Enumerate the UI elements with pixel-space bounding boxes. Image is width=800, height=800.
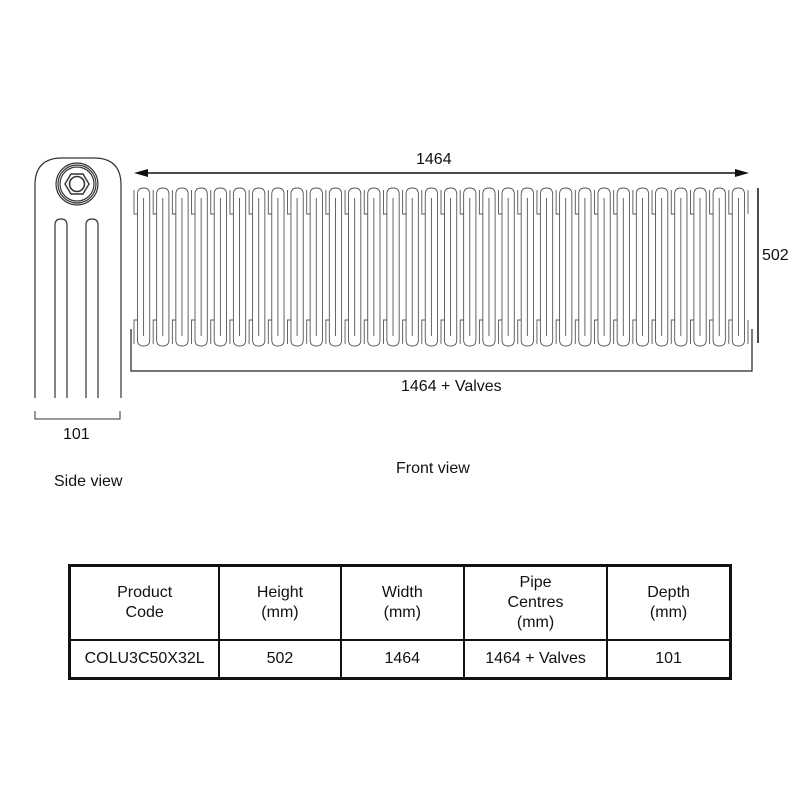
header-text: (mm)	[261, 604, 299, 621]
depth-dimension-label: 101	[63, 426, 90, 443]
side-view-label: Side view	[54, 473, 123, 490]
side-view-drawing	[34, 157, 122, 398]
pipe-centres-dimension-line	[130, 329, 753, 372]
header-product-code: Product Code	[68, 564, 221, 641]
header-text: Pipe	[519, 574, 552, 591]
header-text: Product	[117, 584, 173, 601]
table-row: COLU3C50X32L 502 1464 1464 + Valves 101	[68, 639, 732, 680]
header-text: Width	[381, 584, 423, 601]
header-pipe-centres: Pipe Centres (mm)	[462, 564, 609, 641]
height-dimension-label: 502	[762, 247, 789, 264]
specification-table: Product Code Height (mm) Width (mm) Pipe…	[68, 564, 732, 680]
pipe-centres-dimension-label: 1464 + Valves	[401, 378, 502, 395]
cell-depth: 101	[606, 639, 732, 680]
cell-pipe-centres: 1464 + Valves	[462, 639, 609, 680]
header-text: Depth	[647, 584, 690, 601]
cell-product-code: COLU3C50X32L	[68, 639, 221, 680]
table-header-row: Product Code Height (mm) Width (mm) Pipe…	[68, 564, 732, 641]
front-view-label: Front view	[396, 460, 470, 477]
header-text: Centres	[507, 594, 564, 611]
header-text: (mm)	[649, 604, 688, 621]
cell-height: 502	[218, 639, 342, 680]
radiator-section-outlines	[133, 187, 749, 347]
side-depth-dimension-line	[34, 411, 121, 420]
radiator-sections	[133, 187, 749, 347]
header-text: (mm)	[383, 604, 421, 621]
header-width: Width (mm)	[339, 564, 465, 641]
cell-width: 1464	[339, 639, 465, 680]
header-text: (mm)	[516, 614, 555, 631]
header-text: Height	[256, 584, 304, 601]
width-dimension-arrow	[134, 169, 749, 177]
header-depth: Depth (mm)	[606, 564, 732, 641]
header-height: Height (mm)	[218, 564, 342, 641]
header-text: Code	[125, 604, 164, 621]
width-dimension-label: 1464	[416, 151, 452, 168]
